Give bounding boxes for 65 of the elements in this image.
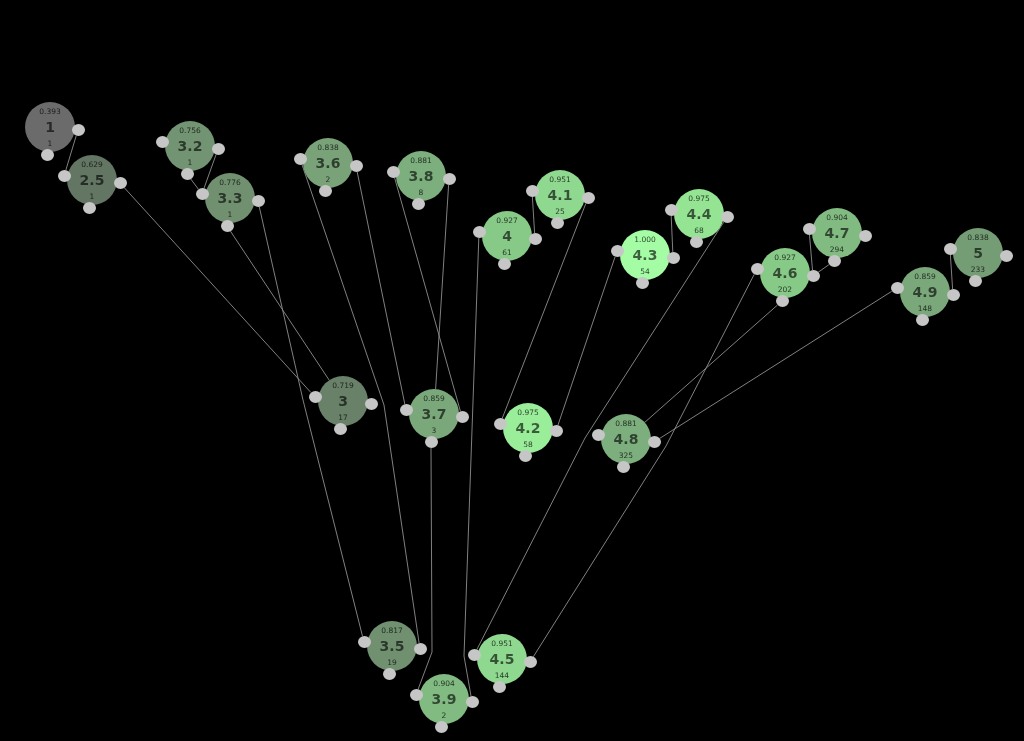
connector-line — [501, 203, 587, 419]
node-circle — [303, 138, 353, 188]
connector-line — [435, 184, 450, 390]
connector-line — [658, 290, 893, 440]
node-label: 3.7 — [421, 407, 447, 422]
node-label: 3 — [338, 394, 348, 409]
node-circle — [477, 634, 527, 684]
connector-line — [809, 234, 813, 271]
node-label: 4.9 — [912, 285, 938, 300]
node-circle — [409, 389, 459, 439]
node-circle — [165, 121, 215, 171]
connector-line — [463, 237, 480, 697]
connector-line — [531, 196, 536, 234]
connector-line — [476, 221, 725, 651]
node-label: 1 — [45, 120, 55, 135]
connector-line — [356, 171, 406, 405]
connector-line — [417, 447, 433, 690]
node-circle — [620, 230, 670, 280]
node-circle — [318, 376, 368, 426]
node-circle — [67, 155, 117, 205]
node-circle — [367, 621, 417, 671]
node-label: 2.5 — [79, 173, 105, 188]
node-label: 3.5 — [379, 639, 405, 654]
connector-line — [644, 304, 778, 423]
node-circle — [953, 228, 1003, 278]
connector-line — [949, 254, 954, 290]
node-label: 5 — [973, 246, 983, 261]
connector-line — [532, 273, 755, 658]
node-circle — [503, 403, 553, 453]
node-circle — [812, 208, 862, 258]
node-label: 4.3 — [632, 248, 658, 263]
node-label: 4 — [502, 229, 512, 244]
node-circle — [396, 151, 446, 201]
node-label: 3.8 — [408, 169, 434, 184]
node-circle — [25, 102, 75, 152]
node-circle — [205, 173, 255, 223]
connector-line — [65, 135, 77, 171]
node-label: 3.9 — [431, 692, 457, 707]
node-circle — [482, 211, 532, 261]
node-circle — [760, 248, 810, 298]
node-label: 4.2 — [515, 421, 541, 436]
connector-line — [190, 178, 199, 190]
connector-line — [557, 256, 616, 426]
connector-line — [394, 177, 461, 412]
node-circle — [535, 170, 585, 220]
connector-line — [123, 187, 312, 393]
node-circle — [674, 189, 724, 239]
node-label: 4.7 — [824, 226, 850, 241]
node-label: 4.4 — [686, 207, 712, 222]
connector-line — [670, 215, 674, 253]
connector-line — [258, 206, 363, 637]
connector-line — [817, 264, 830, 273]
connector-line — [203, 154, 217, 189]
node-circle — [419, 674, 469, 724]
node-label: 3.2 — [177, 139, 203, 154]
connector-line — [301, 164, 420, 644]
node-label: 4.5 — [489, 652, 515, 667]
node-label: 3.3 — [217, 191, 243, 206]
node-label: 4.1 — [547, 188, 573, 203]
node-label: 4.8 — [613, 432, 639, 447]
node-label: 4.6 — [772, 266, 798, 281]
node-circle — [900, 267, 950, 317]
node-circle — [601, 414, 651, 464]
node-label: 3.6 — [315, 156, 341, 171]
connector-line — [229, 230, 330, 381]
